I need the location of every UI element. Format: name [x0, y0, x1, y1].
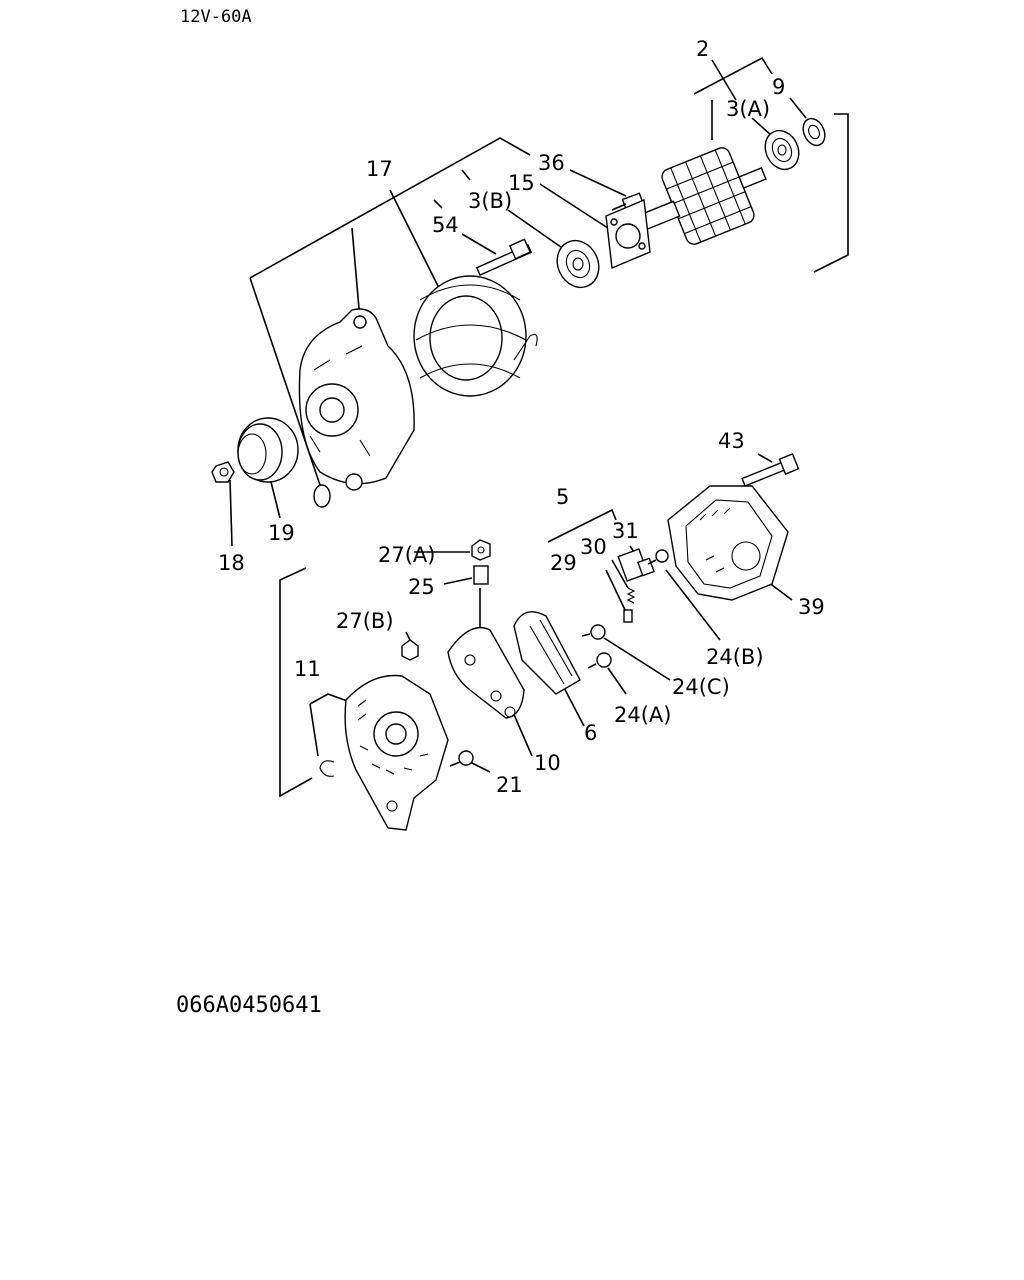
pulley-19-part — [237, 417, 299, 483]
callout-29: 29 — [550, 551, 577, 575]
callout-24c: 24(C) — [672, 675, 730, 699]
spacer-part — [313, 484, 331, 508]
nut-27a-part — [471, 539, 491, 561]
regulator-31-part — [617, 548, 655, 582]
callout-36: 36 — [538, 151, 565, 175]
rear-housing-11-part — [344, 674, 449, 831]
stator-17-part — [413, 275, 538, 397]
rectifier-10-part — [447, 588, 525, 719]
screw-24a-part — [587, 652, 612, 669]
spec-label: 12V-60A — [180, 7, 252, 27]
drawing-code: 066A0450641 — [176, 993, 322, 1018]
callout-24b: 24(B) — [706, 645, 764, 669]
callout-31: 31 — [612, 519, 639, 543]
nut-18-part — [211, 461, 235, 483]
callout-39: 39 — [798, 595, 825, 619]
leader-lines — [229, 59, 807, 773]
brush-29-part — [623, 609, 633, 623]
stud-54-part — [475, 238, 533, 276]
callout-9: 9 — [772, 75, 785, 99]
bearing-3a-part — [764, 129, 800, 171]
nut-27b-part — [401, 639, 419, 661]
rotor-part — [637, 147, 767, 245]
callout-24a: 24(A) — [614, 703, 671, 727]
callout-labels: 2 9 3(A) 36 17 15 3(B) 54 43 18 19 5 31 … — [218, 37, 825, 797]
screw-21-part — [449, 750, 474, 767]
bearing-3b-part — [556, 239, 600, 289]
callout-19: 19 — [268, 521, 295, 545]
rear-cover-39-part — [667, 485, 789, 601]
callout-30: 30 — [580, 535, 607, 559]
spring-30-part — [626, 587, 636, 604]
callout-15: 15 — [508, 171, 535, 195]
callout-3b: 3(B) — [468, 189, 512, 213]
callout-3a: 3(A) — [726, 97, 770, 121]
brush-holder-6-part — [513, 611, 581, 695]
callout-25: 25 — [408, 575, 435, 599]
insulator-25-part — [473, 565, 489, 585]
callout-18: 18 — [218, 551, 245, 575]
washer-9-part — [802, 117, 826, 147]
callout-11: 11 — [294, 657, 321, 681]
callout-21: 21 — [496, 773, 523, 797]
callout-43: 43 — [718, 429, 745, 453]
screw-24b-part — [647, 549, 669, 565]
callout-27b: 27(B) — [336, 609, 394, 633]
retainer-15-part — [605, 198, 651, 270]
screw-24c-part — [581, 624, 606, 640]
callout-2: 2 — [696, 37, 709, 61]
callout-10: 10 — [534, 751, 561, 775]
front-housing-part — [298, 308, 415, 491]
callout-17: 17 — [366, 157, 393, 181]
callout-5: 5 — [556, 485, 569, 509]
callout-54: 54 — [432, 213, 459, 237]
snap-ring-part — [319, 760, 335, 777]
bolt-43-part — [741, 453, 800, 487]
callout-6: 6 — [584, 721, 597, 745]
callout-27a: 27(A) — [378, 543, 435, 567]
